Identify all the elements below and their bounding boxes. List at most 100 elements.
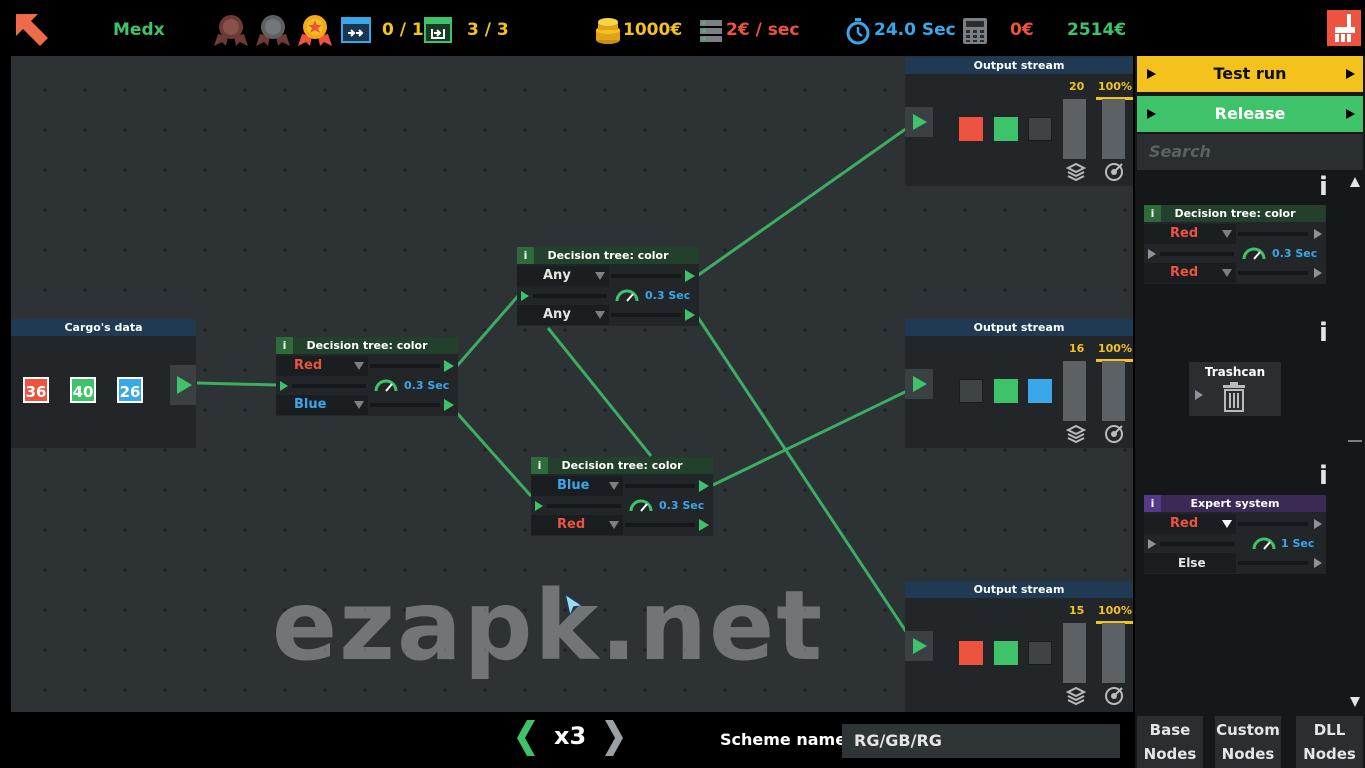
output-stream-1[interactable]: Output stream 20 100%	[905, 57, 1133, 186]
layers-icon	[1066, 162, 1086, 182]
output-stream-3[interactable]: Output stream 15 100%	[905, 581, 1133, 712]
output-3-title: Output stream	[905, 581, 1133, 598]
library-list[interactable]: i Decision tree: color i Red 0.3 Sec Red…	[1137, 172, 1347, 712]
node-1-bottom-output-port[interactable]	[444, 399, 454, 411]
release-button[interactable]: Release	[1137, 96, 1363, 132]
output-2-color-2	[994, 379, 1018, 403]
library-tree-info-button[interactable]: i	[1144, 205, 1161, 222]
expert-input-port	[1148, 539, 1156, 549]
scheme-name-input[interactable]: RG/GB/RG	[842, 724, 1120, 758]
node-3-bottom-output-port[interactable]	[699, 519, 709, 531]
decision-tree-node-3[interactable]: Decision tree: color i Blue 0.3 Sec Red	[531, 457, 713, 536]
output-2-color-3	[1028, 379, 1052, 403]
test-run-label: Test run	[1213, 64, 1287, 83]
cargo-data-node[interactable]: Cargo's data 36 40 26	[11, 319, 196, 448]
node-3-bottom-bar	[625, 523, 695, 527]
output-3-input-port[interactable]	[905, 631, 933, 661]
tab-base-nodes[interactable]: Base Nodes	[1137, 716, 1203, 768]
calculator-icon	[963, 18, 987, 44]
layers-icon	[1066, 686, 1086, 706]
stopwatch-icon	[846, 18, 870, 45]
node-2-info-button[interactable]: i	[517, 247, 534, 264]
connection-wires	[196, 126, 909, 634]
scroll-down-icon[interactable]	[1349, 696, 1361, 708]
node-2-input-port[interactable]	[521, 291, 529, 301]
node-3-info-button[interactable]: i	[531, 457, 548, 474]
speed-decrease-icon[interactable]	[515, 718, 537, 758]
layers-icon	[1066, 424, 1086, 444]
clear-scheme-button[interactable]	[1327, 10, 1361, 46]
node-3-top-dropdown[interactable]: Blue	[531, 476, 623, 496]
broom-icon	[1335, 14, 1355, 42]
output-1-color-3	[1028, 117, 1052, 141]
node-1-input-port[interactable]	[280, 381, 288, 391]
trashcan-title: Trashcan	[1204, 365, 1266, 379]
library-tree-bottom-output-port	[1314, 268, 1322, 278]
library-decision-tree-node[interactable]: Decision tree: color i Red 0.3 Sec Red	[1144, 205, 1326, 284]
scheme-canvas[interactable]: Cargo's data 36 40 26 Decision tree: col…	[11, 56, 1133, 712]
play-icon	[1147, 109, 1156, 119]
node-2-bottom-dropdown[interactable]: Any	[517, 305, 609, 325]
node-1-bottom-dropdown[interactable]: Blue	[276, 395, 368, 415]
library-expert-system-node[interactable]: Expert system i Red 1 Sec Else	[1144, 495, 1326, 574]
node-3-input-port[interactable]	[535, 501, 543, 511]
node-3-top-output-port[interactable]	[699, 480, 709, 492]
library-tree-top-dropdown[interactable]: Red	[1144, 224, 1236, 244]
output-3-color-2	[994, 641, 1018, 665]
info-icon[interactable]: i	[1319, 172, 1328, 202]
expert-top-value: Red	[1170, 516, 1199, 531]
output-board-icon	[424, 17, 452, 43]
medal-silver-icon	[256, 15, 290, 46]
info-icon[interactable]: i	[1319, 318, 1328, 348]
node-2-bottom-value: Any	[543, 307, 571, 322]
search-input[interactable]: Search	[1137, 134, 1363, 170]
scrollbar-thumb[interactable]	[1348, 440, 1362, 442]
chevron-down-icon	[1222, 230, 1232, 238]
node-1-info-button[interactable]: i	[276, 337, 293, 354]
scheme-name-label: Scheme name :	[720, 730, 859, 749]
node-2-top-dropdown[interactable]: Any	[517, 266, 609, 286]
node-2-top-output-port[interactable]	[685, 270, 695, 282]
node-2-bottom-output-port[interactable]	[685, 309, 695, 321]
speed-gauge-icon	[615, 289, 639, 302]
income-value: 2€ / sec	[726, 20, 800, 40]
tab-custom-nodes[interactable]: Custom Nodes	[1215, 716, 1281, 768]
test-run-button[interactable]: Test run	[1137, 56, 1363, 92]
library-scrollbar[interactable]	[1347, 172, 1363, 712]
output-3-count: 15	[1069, 604, 1085, 617]
back-arrow-icon[interactable]	[14, 12, 50, 48]
node-3-bottom-dropdown[interactable]: Red	[531, 515, 623, 535]
cargo-output-port[interactable]	[170, 365, 196, 405]
chevron-down-icon	[595, 272, 605, 280]
output-2-input-port[interactable]	[905, 369, 933, 399]
expert-top-dropdown[interactable]: Red	[1144, 514, 1236, 534]
output-stream-2[interactable]: Output stream 16 100%	[905, 319, 1133, 448]
tab-base-line1: Base	[1149, 721, 1191, 739]
node-1-bottom-bar	[370, 403, 440, 407]
tab-dll-nodes[interactable]: DLL Nodes	[1296, 716, 1363, 768]
node-1-top-output-port[interactable]	[444, 360, 454, 372]
speed-multiplier: x3	[554, 722, 587, 750]
scroll-up-icon[interactable]	[1349, 176, 1361, 188]
expert-info-button[interactable]: i	[1144, 495, 1161, 512]
info-icon[interactable]: i	[1319, 461, 1328, 491]
coins-icon	[596, 18, 620, 44]
library-tree-top-bar	[1238, 232, 1308, 236]
library-tree-bottom-dropdown[interactable]: Red	[1144, 263, 1236, 283]
library-trashcan-node[interactable]: Trashcan	[1189, 362, 1281, 416]
node-2-speed: 0.3 Sec	[645, 289, 691, 302]
output-1-count-meter	[1063, 99, 1086, 159]
decision-tree-node-2[interactable]: Decision tree: color i Any 0.3 Sec Any	[517, 247, 699, 326]
speed-gauge-icon	[629, 499, 653, 512]
input-arrow-icon	[913, 638, 927, 654]
play-icon	[1147, 69, 1156, 79]
tab-dll-line2: Nodes	[1303, 745, 1356, 763]
decision-tree-node-1[interactable]: Decision tree: color i Red 0.3 Sec Blue	[276, 337, 458, 416]
node-1-top-dropdown[interactable]: Red	[276, 356, 368, 376]
chevron-down-icon	[354, 362, 364, 370]
balance-value: 2514€	[1067, 20, 1127, 40]
output-1-input-port[interactable]	[905, 107, 933, 137]
speed-increase-icon[interactable]	[603, 718, 625, 758]
output-2-count: 16	[1069, 342, 1085, 355]
chevron-down-icon	[609, 521, 619, 529]
